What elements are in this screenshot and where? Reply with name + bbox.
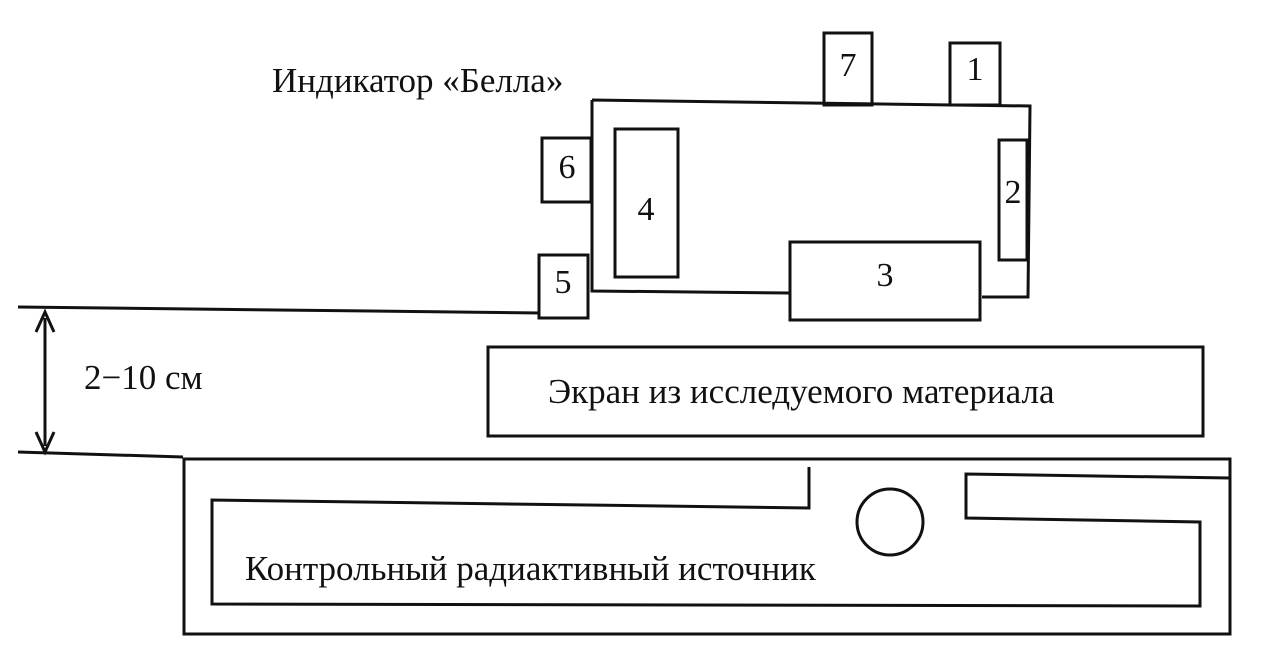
part-1: 1 xyxy=(948,41,1002,107)
source-label: Контрольный радиактивный источник xyxy=(245,549,817,588)
part-3: 3 xyxy=(788,240,982,322)
part-6: 6 xyxy=(540,136,593,204)
svg-text:6: 6 xyxy=(559,149,576,186)
svg-text:7: 7 xyxy=(840,47,857,84)
part-5: 5 xyxy=(537,253,590,320)
svg-text:3: 3 xyxy=(877,257,894,294)
svg-text:5: 5 xyxy=(555,264,572,301)
svg-text:2: 2 xyxy=(1005,174,1022,211)
part-2: 2 xyxy=(997,138,1029,262)
part-7: 7 xyxy=(822,31,874,107)
distance-label: 2−10 см xyxy=(84,358,203,397)
upper-reference-line xyxy=(17,305,541,315)
radioactive-source xyxy=(182,457,1232,636)
device-label: Индикатор «Белла» xyxy=(272,61,563,100)
source-circle-icon xyxy=(855,487,925,557)
svg-text:4: 4 xyxy=(638,191,655,228)
distance-arrow xyxy=(34,308,56,456)
svg-text:1: 1 xyxy=(967,51,984,88)
lower-reference-line xyxy=(17,450,184,459)
part-4: 4 xyxy=(613,127,680,279)
test-material-screen xyxy=(486,345,1205,438)
screen-label: Экран из исследуемого материала xyxy=(548,372,1055,411)
